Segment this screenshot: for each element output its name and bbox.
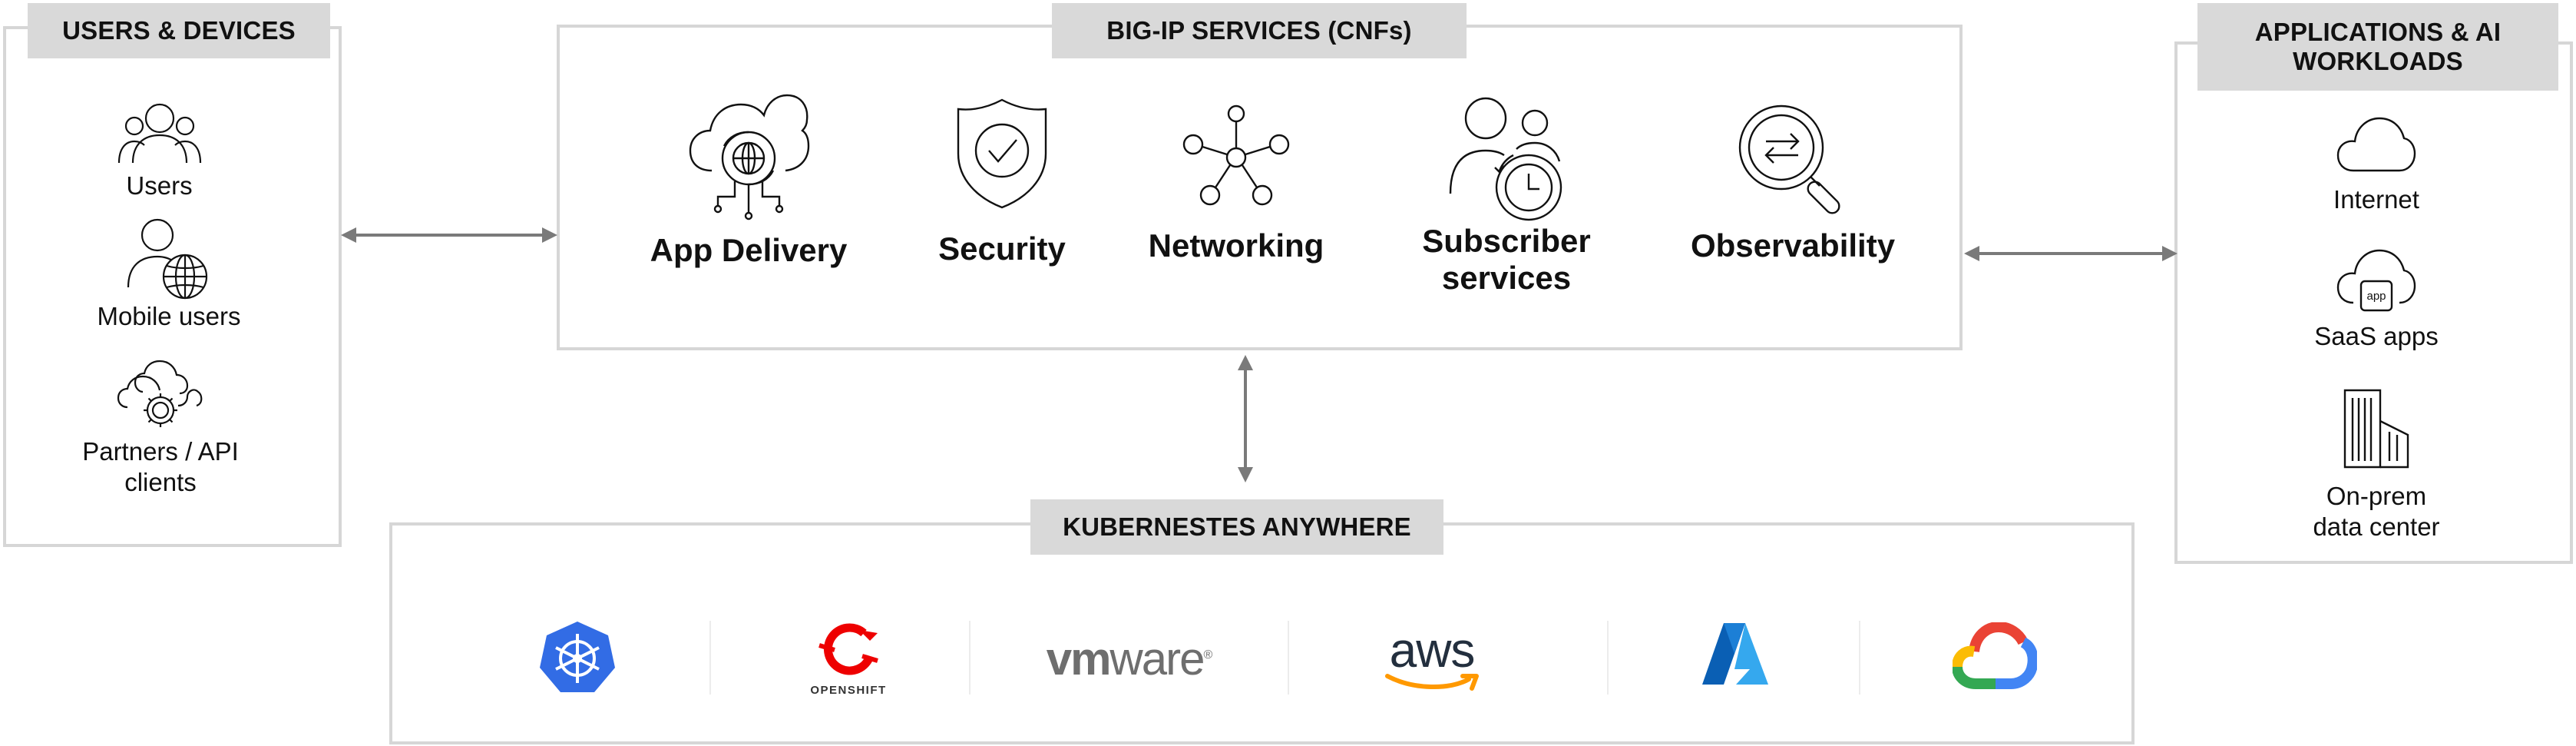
mobile-users-label: Mobile users	[97, 302, 241, 330]
users-label: Users	[126, 171, 193, 200]
logo-divider-3	[1288, 621, 1289, 695]
vmware-reg-mark: ®	[1203, 648, 1212, 661]
service-subscriber-label: Subscriber services	[1422, 223, 1591, 296]
azure-logo	[1698, 619, 1772, 688]
big-ip-title: BIG-IP SERVICES (CNFs)	[1052, 3, 1467, 58]
users-devices-title: USERS & DEVICES	[28, 3, 330, 58]
mobile-user-globe-icon	[127, 217, 211, 300]
kubernetes-logo	[537, 619, 617, 695]
users-group-icon	[117, 98, 202, 164]
onprem-item: On-prem data center	[2288, 387, 2465, 542]
service-security-label: Security	[938, 230, 1066, 267]
shield-check-icon	[955, 97, 1049, 211]
service-app-delivery: App Delivery	[637, 91, 860, 269]
users-item: Users	[69, 98, 250, 201]
arrow-services-to-applications	[1964, 246, 2178, 261]
openshift-text: OPENSHIFT	[810, 683, 887, 697]
service-app-delivery-label: App Delivery	[650, 232, 848, 268]
saas-app-badge: app	[2366, 290, 2386, 303]
service-observability: Observability	[1674, 103, 1912, 264]
applications-title: APPLICATIONS & AI WORKLOADS	[2197, 3, 2558, 91]
google-cloud-icon	[1953, 622, 2037, 689]
onprem-label: On-prem data center	[2313, 482, 2440, 541]
logo-divider-4	[1607, 621, 1609, 695]
partners-label: Partners / API clients	[82, 437, 239, 496]
service-networking: Networking	[1136, 104, 1336, 264]
saas-label: SaaS apps	[2314, 322, 2439, 350]
arrow-services-to-kubernetes	[1238, 355, 1253, 482]
aws-text: aws	[1389, 622, 1476, 678]
cloud-icon	[2336, 115, 2416, 174]
kubernetes-wheel-icon	[540, 622, 615, 692]
mobile-users-item: Mobile users	[69, 217, 269, 332]
service-subscriber: Subscriber services	[1399, 95, 1614, 297]
vmware-text-vm: vm	[1046, 632, 1112, 685]
openshift-logo: OPENSHIFT	[799, 619, 898, 699]
vmware-text-ware: ware	[1109, 632, 1205, 685]
vmware-text: vmware®	[1046, 632, 1213, 685]
service-observability-label: Observability	[1690, 227, 1896, 264]
cloud-app-icon: app	[2336, 247, 2416, 315]
internet-label: Internet	[2333, 185, 2419, 214]
subscriber-clock-icon	[1449, 95, 1564, 223]
partners-item: Partners / API clients	[54, 358, 267, 498]
aws-logo: aws	[1382, 621, 1482, 698]
aws-smile-icon	[1385, 674, 1479, 691]
logo-divider-5	[1859, 621, 1860, 695]
magnifier-arrows-icon	[1737, 103, 1849, 215]
network-hub-icon	[1181, 104, 1291, 211]
kubernetes-title: KUBERNESTES ANYWHERE	[1030, 499, 1443, 555]
logo-divider-1	[709, 621, 711, 695]
logo-divider-2	[969, 621, 971, 695]
cloud-globe-icon	[687, 91, 810, 220]
cloud-gear-icon	[117, 358, 204, 432]
saas-item: app SaaS apps	[2288, 247, 2465, 352]
service-networking-label: Networking	[1148, 227, 1324, 264]
google-cloud-logo	[1949, 621, 2041, 691]
arrow-users-to-services	[341, 227, 557, 243]
internet-item: Internet	[2288, 115, 2465, 215]
service-security: Security	[918, 97, 1086, 267]
vmware-logo: vmware®	[1037, 630, 1221, 687]
kubernetes-panel	[389, 522, 2135, 744]
openshift-ring-icon	[818, 623, 878, 675]
building-icon	[2342, 387, 2411, 470]
azure-a-icon	[1702, 623, 1768, 685]
